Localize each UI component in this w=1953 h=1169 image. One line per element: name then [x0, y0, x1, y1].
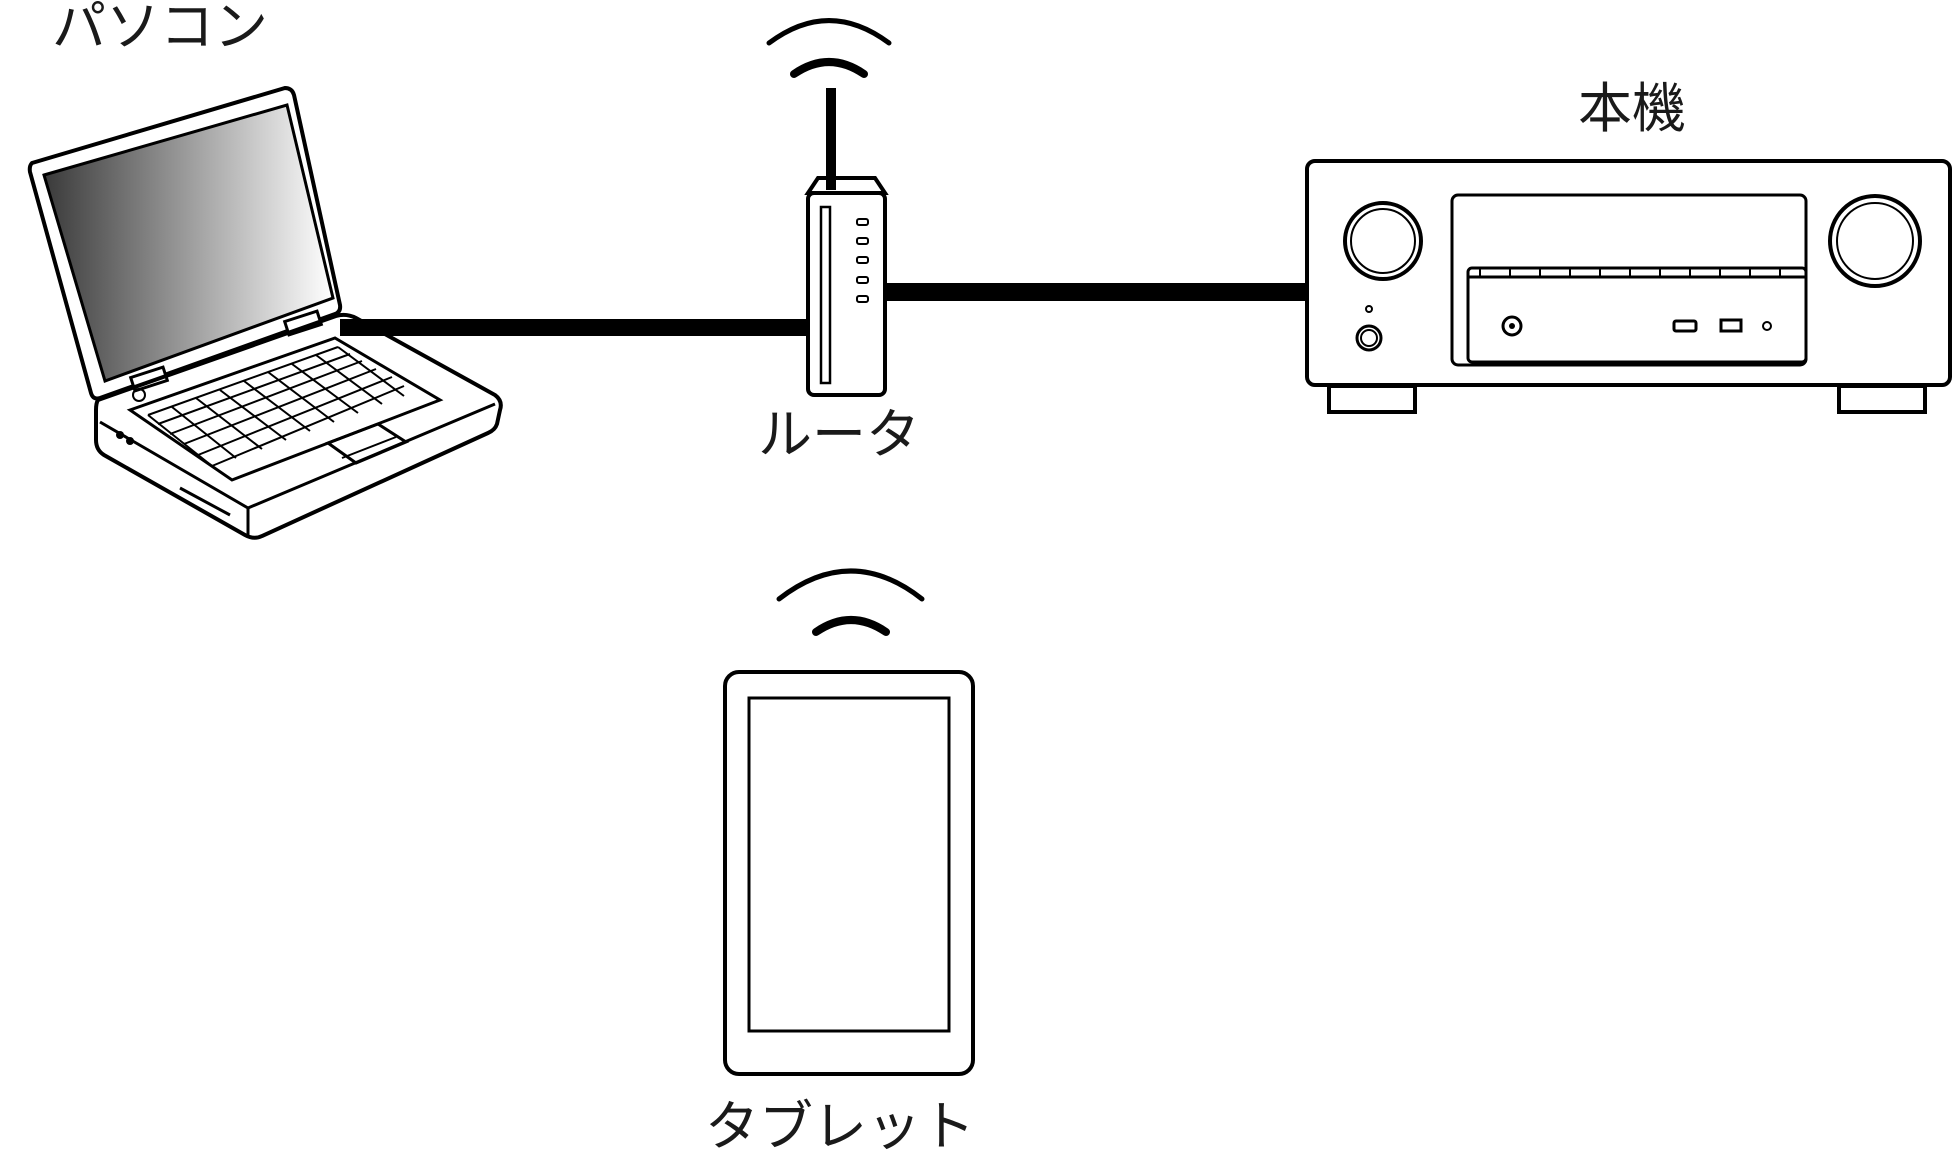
tablet-label: タブレット — [705, 1095, 975, 1158]
pc-label: パソコン — [52, 0, 268, 58]
wired-connections — [340, 283, 1308, 336]
tablet-icon — [723, 670, 975, 1076]
cable-pc-router — [340, 319, 810, 336]
av-receiver-icon — [1305, 159, 1952, 414]
laptop-icon — [27, 85, 503, 540]
unit-label: 本機 — [1578, 77, 1686, 140]
wifi-waves-icon — [776, 568, 925, 636]
router-label: ルータ — [758, 403, 920, 466]
cable-router-unit — [884, 283, 1308, 301]
wireless-router-icon — [804, 88, 889, 397]
wifi-waves-icon — [766, 18, 892, 78]
